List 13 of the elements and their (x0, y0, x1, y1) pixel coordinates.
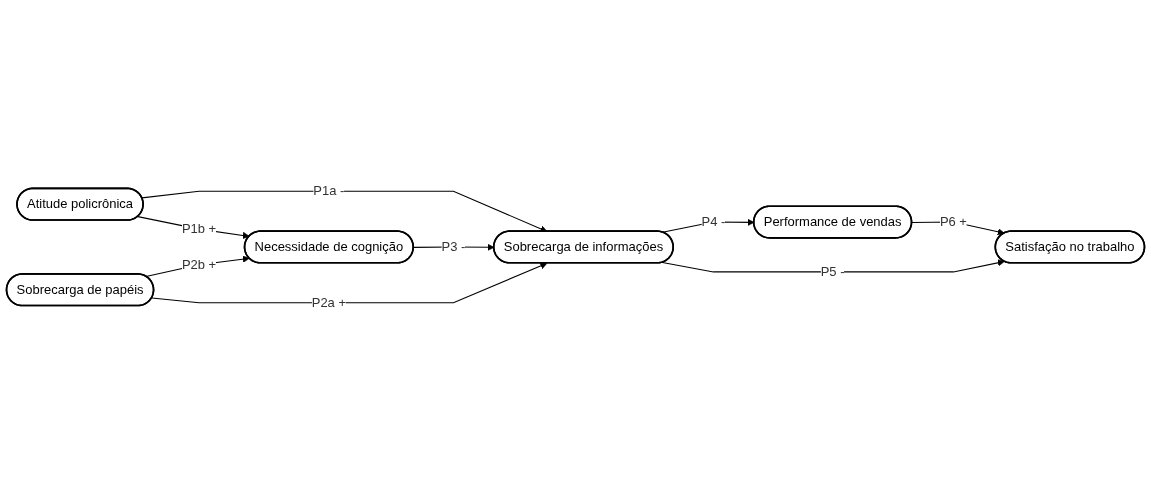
arrow (145, 255, 250, 277)
edge-label: P2a + (311, 295, 347, 310)
arrow (137, 216, 250, 240)
edge-label: P4 - (701, 214, 726, 229)
edge-label: P3 - (441, 239, 466, 254)
edge-label: P1b + (181, 221, 217, 236)
arrow (141, 190, 548, 233)
edge-label: P2b + (181, 257, 217, 272)
edge-label: P5 - (820, 264, 845, 279)
edge-label: P1a - (313, 183, 345, 198)
edge-label: P6 + (939, 214, 967, 229)
arrow (151, 262, 548, 304)
arrow (661, 259, 1005, 273)
